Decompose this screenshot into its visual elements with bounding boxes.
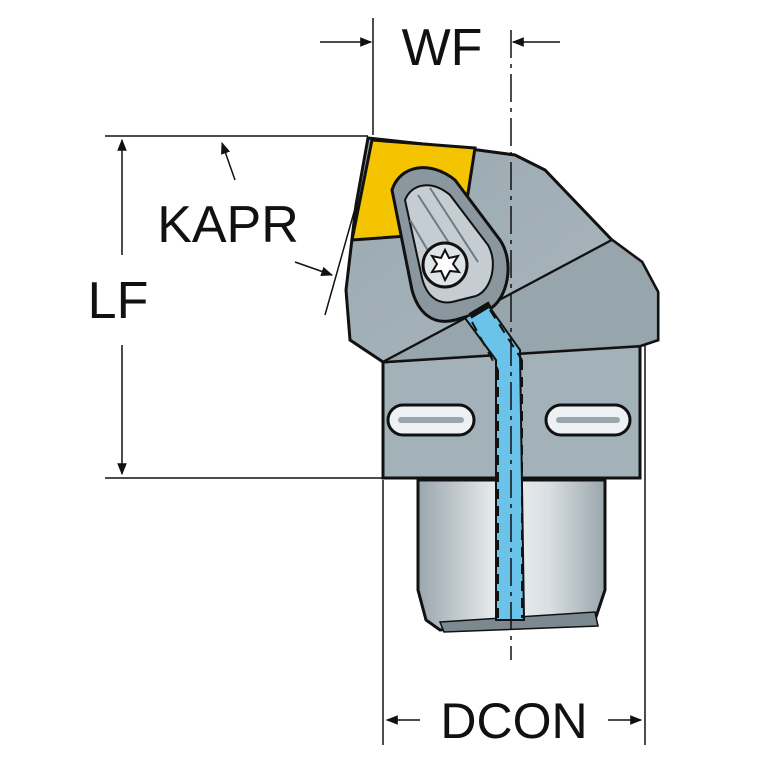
dcon-label: DCON: [440, 693, 587, 749]
left-slot: [386, 403, 476, 437]
wf-dimension: WF: [320, 18, 560, 135]
kapr-dimension: KAPR: [157, 141, 357, 316]
insert-clamp: [390, 166, 510, 323]
dcon-dimension: DCON: [382, 345, 646, 749]
kapr-label: KAPR: [157, 196, 299, 254]
clamp-screw-icon: [421, 241, 469, 289]
lf-label: LF: [88, 272, 149, 330]
wf-label: WF: [402, 19, 483, 77]
lf-dimension: LF: [88, 135, 383, 479]
coolant-channel: [463, 301, 526, 621]
right-slot: [544, 403, 632, 437]
